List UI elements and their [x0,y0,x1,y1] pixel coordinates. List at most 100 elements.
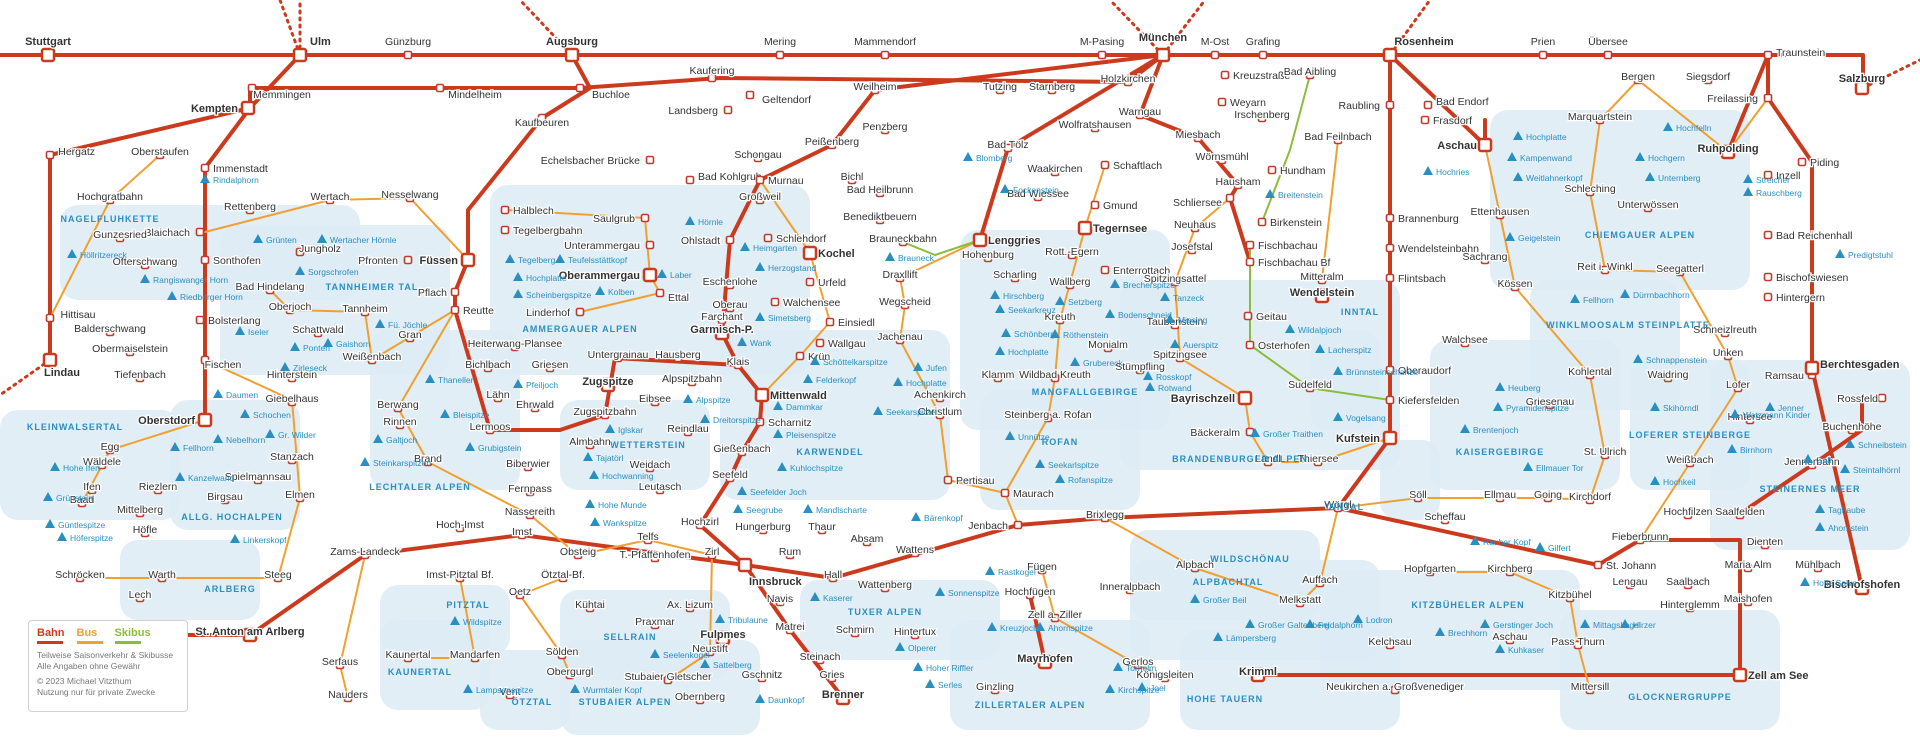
station-label: Kaufbeuren [515,117,569,129]
peak-label: Unternberg [1658,173,1701,183]
station-label: Ax. Lizum [667,599,713,611]
station: Gries [818,668,846,683]
station-label: Biberwier [506,458,550,470]
bahn-line [1736,396,1864,517]
mountain-icon [1535,542,1545,551]
mountain-icon [440,409,450,418]
station: Wildbad Kreuth [1018,368,1092,383]
station: Buchenhöhe [1821,420,1883,435]
station-label: Pertisau [956,475,995,487]
station-label: Fügen [1027,561,1057,573]
station-label: Jenbach [968,520,1008,532]
peak-label: Seekarspitze [886,407,935,417]
mountain-icon [1507,152,1517,161]
station-marker [1263,457,1273,467]
mountain-icon [240,409,250,418]
station-marker [900,300,910,310]
peak-label: Nebelhorn [226,435,265,445]
station-marker [1847,425,1857,435]
station-marker [1267,165,1277,175]
station: Wörnsmühl [1194,150,1250,165]
peak: Dreitorspitze [700,414,761,425]
station: Fernpass [507,482,553,497]
station-marker [575,83,585,93]
peak: Simetsberg [755,312,811,323]
region-area [1310,330,1380,430]
station-label: Wattenberg [858,579,912,591]
station-label: Ohlstadt [681,235,720,247]
station-marker [1170,277,1180,287]
peak: Herzogstand [755,262,816,273]
station: Frasdorf [1420,114,1473,128]
station-marker [828,573,838,583]
station-label: Hinterstein [267,369,317,381]
station-marker [395,420,405,430]
peak: Brentenjoch [1460,424,1519,435]
mountain-icon [987,622,997,631]
station: Neukirchen a. Großvenediger [1325,680,1466,695]
peak-label: Brünnsteinschanze [1346,367,1419,377]
station-label: Kohlental [1568,366,1612,378]
station-marker [1382,430,1398,446]
peak: Hirzer [1620,619,1656,630]
station-label: Osterhofen [1258,340,1310,352]
region-label: TUXER ALPEN [848,607,922,617]
mountain-icon [1265,189,1275,198]
peak-label: Heuberg [1508,383,1541,393]
peak-label: Birnhorn [1740,445,1772,455]
station-marker [505,690,515,700]
peak: Weitlahnerkopf [1513,172,1583,183]
region-area [170,400,300,530]
peak: Schneibstein [1845,439,1907,450]
station-marker [1595,115,1605,125]
station: Kitzbühel [1547,588,1593,603]
station-label: Obergurgl [547,666,594,678]
station-marker [650,397,660,407]
mountain-icon [1505,232,1515,241]
station-label: Kaufering [690,65,735,77]
station: Ehrwald [515,398,555,413]
mountain-icon [463,684,473,693]
station-marker [983,253,993,263]
peak-label: Olperer [908,643,937,653]
station-label: Hochzirl [681,516,719,528]
station-marker [1033,192,1043,202]
bahn-line [1766,53,1864,590]
station: Zirl [703,545,721,560]
station: Walchsee [1441,333,1489,348]
station-marker [1210,50,1220,60]
station-marker [683,427,693,437]
station-marker [673,353,683,363]
station: Miesbach [1174,128,1222,143]
station-marker [1097,50,1107,60]
peak: Unnütze [1005,431,1050,442]
station: Hintersee [1726,410,1774,425]
peak-label: Lacherspitz [1328,345,1371,355]
mountain-icon [733,504,743,513]
station: Krimml [1238,665,1278,683]
region-label: TANNHEIMER TAL [326,282,419,292]
station-marker [717,315,727,325]
station-label: Brand [414,453,442,465]
station: Eibsee [638,392,672,407]
station-label: Bad Endorf [1436,96,1489,108]
station: Kochel [802,245,856,261]
station-marker [707,73,717,83]
station: Eschenlohe [701,275,759,290]
peak: Geigelstein [1505,232,1561,243]
station-marker [1663,373,1673,383]
station-label: Maria Alm [1725,559,1772,571]
station-marker [564,47,580,63]
peak-label: Schnappenstein [1646,355,1707,365]
station: Lermoos [468,420,512,435]
station: Hoch-Imst [435,518,485,533]
region-label: INNTAL [1326,502,1364,512]
station-label: Einsiedl [838,317,875,329]
mountain-icon [167,291,177,300]
station: Pass Thurn [1550,635,1606,650]
legend-copyright: © 2023 Michael Vitzthum [37,676,132,686]
region-label: LECHTALER ALPEN [369,482,471,492]
peak: Miesing [1165,314,1208,325]
peak: Kanzelwand [175,472,235,483]
mountain-icon [235,326,245,335]
